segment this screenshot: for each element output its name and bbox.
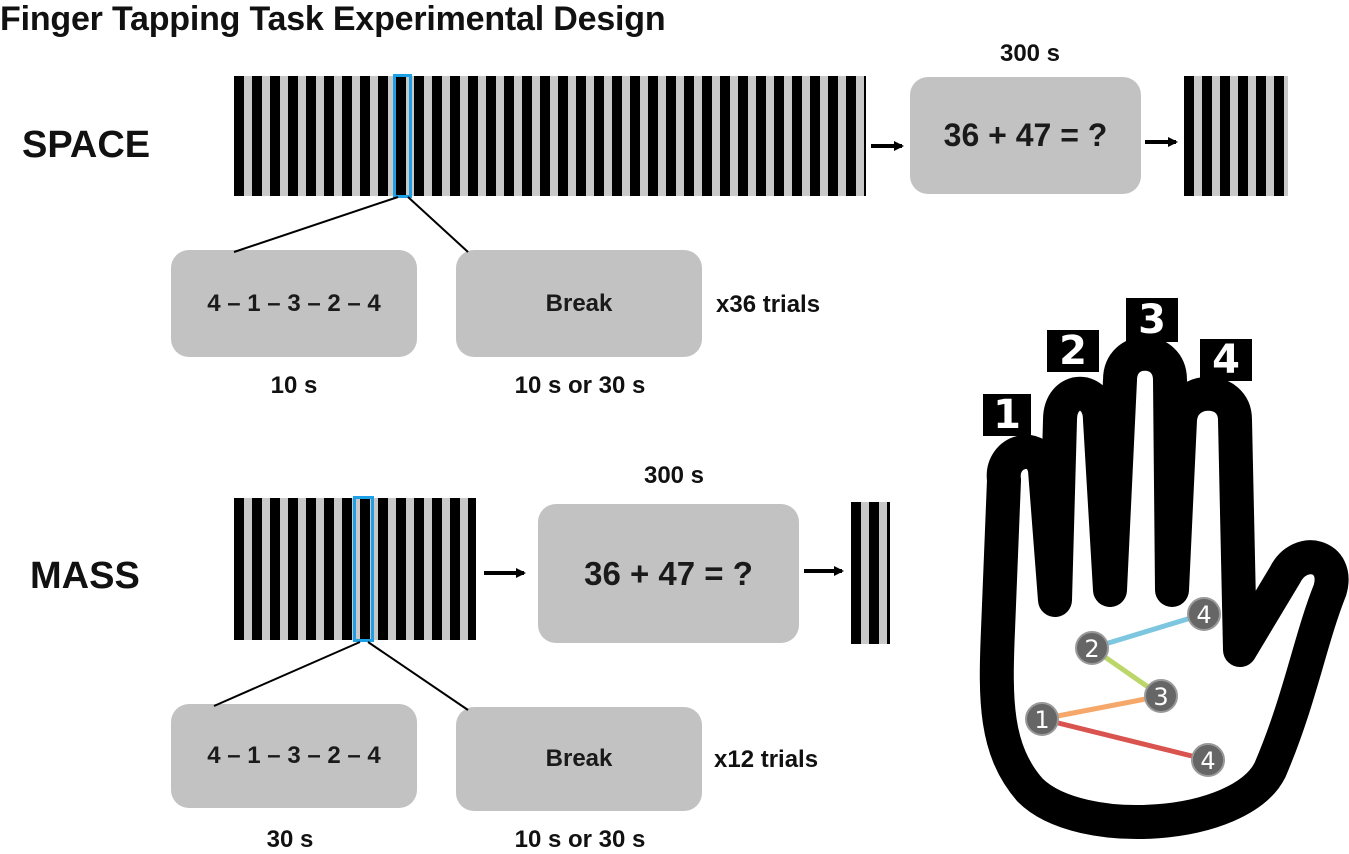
svg-text:2: 2: [1084, 635, 1099, 663]
space-break-duration: 300 s: [999, 40, 1061, 67]
sequence-node-2: 2: [1075, 631, 1109, 665]
space-sequence-text: 4 – 1 – 3 – 2 – 4: [207, 289, 381, 317]
sequence-node-4-top: 4: [1187, 597, 1221, 631]
space-break-text: Break: [545, 289, 613, 317]
space-distractor-box: 36 + 47 = ?: [910, 77, 1141, 194]
svg-text:4: 4: [1196, 601, 1211, 629]
space-zoom-line-right: [407, 196, 469, 253]
space-post-stripes: [1184, 76, 1288, 196]
finger-label-2: 2: [1047, 328, 1099, 374]
space-distractor-text: 36 + 47 = ?: [943, 117, 1108, 153]
space-break-box: Break: [456, 250, 702, 357]
mass-highlighted-trial: [353, 496, 374, 642]
svg-text:4: 4: [1200, 747, 1215, 775]
sequence-line-3-1: [1041, 693, 1162, 722]
space-highlighted-trial: [393, 74, 412, 198]
mass-distractor-box: 36 + 47 = ?: [538, 504, 799, 643]
space-sequence-box: 4 – 1 – 3 – 2 – 4: [171, 250, 417, 357]
space-break-trial-duration: 10 s or 30 s: [514, 372, 646, 399]
space-condition-label: SPACE: [22, 124, 151, 166]
svg-text:1: 1: [1034, 706, 1049, 734]
finger-label-1: 1: [983, 392, 1031, 438]
mass-break-text: Break: [545, 745, 613, 772]
space-zoom-line-left: [233, 196, 399, 253]
mass-break-duration: 300 s: [643, 462, 705, 489]
finger-label-3: 3: [1126, 297, 1178, 343]
space-sequence-duration: 10 s: [270, 372, 318, 399]
mass-trials-count: x12 trials: [714, 746, 819, 773]
mass-zoom-line-left: [213, 641, 361, 707]
space-trial-stripes: [234, 76, 866, 196]
mass-break-trial-duration: 10 s or 30 s: [514, 826, 646, 853]
sequence-line-1-4: [1041, 716, 1209, 763]
sequence-node-1: 1: [1025, 702, 1059, 736]
mass-post-stripes: [851, 502, 890, 644]
mass-sequence-box: 4 – 1 – 3 – 2 – 4: [171, 704, 417, 808]
mass-zoom-line-right: [367, 641, 469, 711]
page-title: Finger Tapping Task Experimental Design: [0, 0, 666, 38]
sequence-node-3: 3: [1144, 679, 1178, 713]
sequence-line-4-2: [1091, 611, 1205, 651]
space-trials-count: x36 trials: [716, 291, 821, 318]
mass-sequence-text: 4 – 1 – 3 – 2 – 4: [207, 742, 381, 769]
mass-break-box: Break: [456, 707, 702, 811]
mass-sequence-duration: 30 s: [266, 826, 314, 853]
svg-text:3: 3: [1153, 683, 1168, 711]
hand-icon: [979, 336, 1349, 839]
finger-label-4: 4: [1200, 337, 1252, 383]
sequence-node-4-bottom: 4: [1191, 743, 1225, 777]
mass-condition-label: MASS: [30, 555, 140, 597]
mass-distractor-text: 36 + 47 = ?: [584, 554, 753, 592]
